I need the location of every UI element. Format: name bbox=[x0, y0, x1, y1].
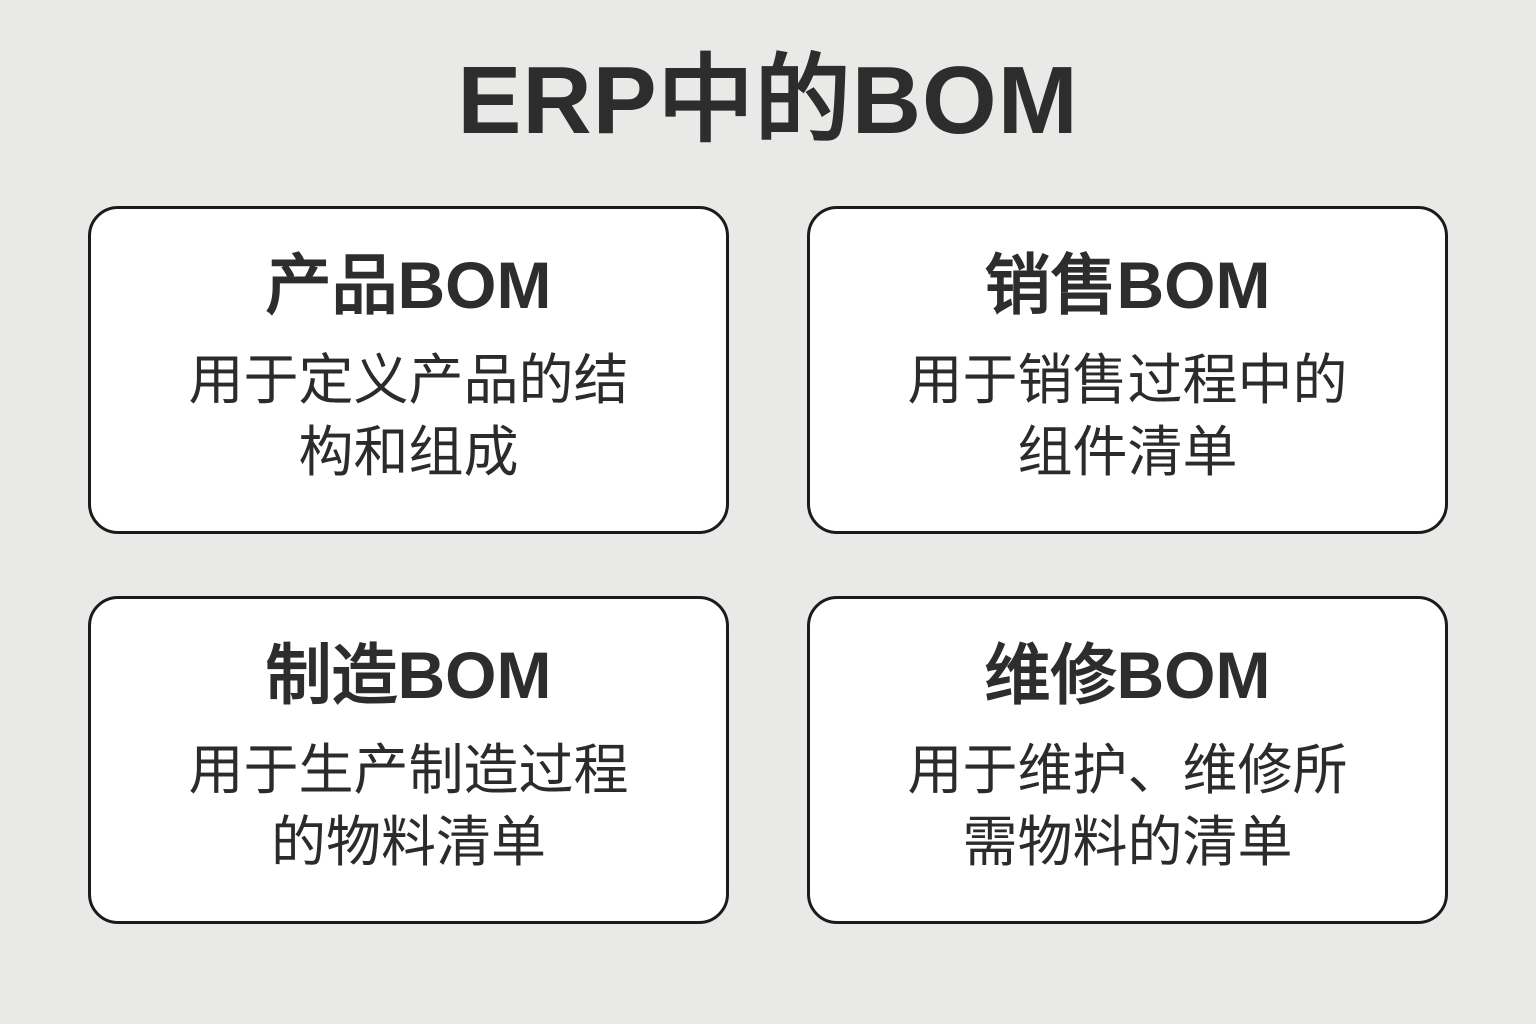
page-title: ERP中的BOM bbox=[457, 47, 1079, 154]
card-title: 销售BOM bbox=[984, 247, 1271, 322]
card-description: 用于定义产品的结构和组成 bbox=[188, 348, 629, 484]
card-title: 产品BOM bbox=[265, 247, 552, 322]
card-sales-bom: 销售BOM 用于销售过程中的组件清单 bbox=[807, 206, 1448, 535]
card-description: 用于销售过程中的组件清单 bbox=[907, 348, 1348, 484]
card-title: 维修BOM bbox=[984, 637, 1271, 712]
bom-card-grid: 产品BOM 用于定义产品的结构和组成 销售BOM 用于销售过程中的组件清单 制造… bbox=[0, 206, 1536, 925]
card-product-bom: 产品BOM 用于定义产品的结构和组成 bbox=[88, 206, 729, 535]
card-description: 用于生产制造过程的物料清单 bbox=[188, 738, 629, 874]
card-description: 用于维护、维修所需物料的清单 bbox=[907, 738, 1348, 874]
card-manufacturing-bom: 制造BOM 用于生产制造过程的物料清单 bbox=[88, 596, 729, 925]
card-maintenance-bom: 维修BOM 用于维护、维修所需物料的清单 bbox=[807, 596, 1448, 925]
card-title: 制造BOM bbox=[265, 637, 552, 712]
